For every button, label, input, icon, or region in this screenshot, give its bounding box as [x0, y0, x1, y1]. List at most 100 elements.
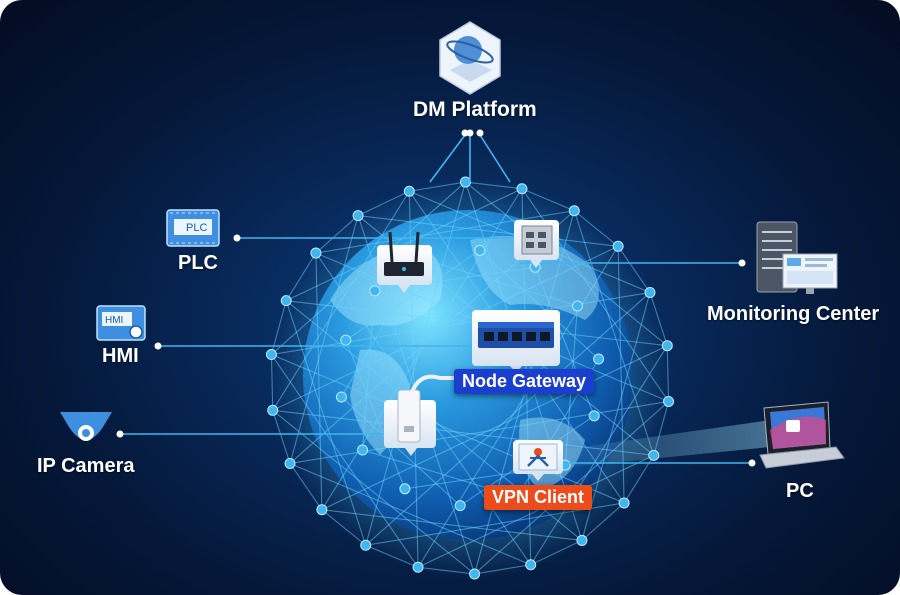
- mesh-line: [315, 210, 575, 254]
- mesh-line: [649, 292, 668, 346]
- mesh-node: [340, 334, 352, 346]
- mesh-node: [459, 176, 471, 188]
- mesh-line: [530, 345, 668, 566]
- plc-icon-text: PLC: [186, 222, 207, 234]
- mesh-line: [345, 249, 481, 341]
- dm-platform-label: DM Platform: [413, 98, 537, 121]
- mesh-line: [315, 253, 323, 510]
- mesh-line: [272, 409, 475, 575]
- mesh-node: [412, 561, 424, 573]
- mesh-line: [271, 354, 625, 504]
- mesh-line: [321, 188, 523, 510]
- ip-camera-label: IP Camera: [37, 455, 135, 477]
- mesh-line: [417, 454, 655, 568]
- mesh-line: [617, 246, 625, 503]
- server-monitor-icon: [756, 221, 838, 294]
- mesh-line: [272, 190, 410, 411]
- connection-endpoint: [476, 129, 484, 137]
- mesh-line: [653, 401, 670, 456]
- mesh-node: [588, 410, 600, 422]
- mesh-line: [581, 292, 651, 541]
- connection-endpoint: [154, 342, 162, 350]
- mesh-line: [465, 181, 523, 190]
- connection-endpoint: [748, 459, 756, 467]
- hmi-icon-text: HMI: [105, 315, 123, 326]
- mesh-line: [365, 292, 651, 546]
- mesh-node: [593, 353, 605, 365]
- mesh-node: [454, 500, 466, 512]
- connection-lines: [116, 129, 756, 467]
- mesh-line: [422, 258, 578, 307]
- dm-platform-icon: [439, 21, 501, 95]
- mesh-line: [321, 509, 367, 546]
- laptop-icon: [759, 401, 845, 469]
- mesh-node: [267, 404, 279, 416]
- mesh-node: [335, 391, 347, 403]
- mesh-node: [360, 539, 372, 551]
- network-switch-icon: [472, 310, 560, 373]
- mesh-node: [403, 185, 415, 197]
- mesh-line: [289, 215, 359, 464]
- mesh-node: [618, 497, 630, 509]
- mesh-node: [661, 340, 673, 352]
- mesh-line: [357, 215, 619, 247]
- mesh-line: [417, 246, 619, 568]
- mesh-line: [666, 345, 670, 402]
- mesh-line: [270, 354, 274, 411]
- connection-line: [479, 134, 511, 183]
- mesh-node: [525, 559, 537, 571]
- connection-endpoint: [738, 259, 746, 267]
- mesh-line: [321, 509, 583, 541]
- mesh-line: [272, 409, 654, 456]
- mesh-line: [285, 252, 317, 301]
- mesh-node: [648, 449, 660, 461]
- mesh-line: [341, 396, 461, 507]
- mesh-node: [265, 349, 277, 361]
- mesh-line: [285, 188, 523, 302]
- mesh-line: [581, 502, 625, 541]
- node-gateway-badge: Node Gateway: [454, 369, 595, 394]
- industrial-switch-icon: [514, 220, 559, 268]
- access-point-icon: [384, 374, 456, 456]
- connection-endpoint: [466, 129, 474, 137]
- monitoring-center-label: Monitoring Center: [707, 303, 880, 325]
- mesh-line: [345, 339, 406, 490]
- mesh-node: [369, 285, 381, 297]
- vpn-client-icon: [513, 440, 563, 481]
- mesh-line: [272, 410, 291, 464]
- mesh-line: [289, 400, 669, 465]
- mesh-node: [576, 534, 588, 546]
- mesh-line: [365, 181, 466, 546]
- mesh-line: [465, 181, 668, 347]
- mesh-node: [399, 483, 411, 495]
- pc-label: PC: [786, 480, 814, 502]
- mesh-node: [357, 444, 369, 456]
- mesh-line: [365, 544, 419, 568]
- mesh-line: [474, 564, 531, 575]
- mesh-node: [663, 395, 675, 407]
- mesh-node: [474, 244, 486, 256]
- mesh-line: [315, 215, 359, 254]
- plc-module-icon: PLC: [166, 209, 220, 247]
- mesh-node: [568, 205, 580, 217]
- dome-camera-icon: [60, 412, 112, 441]
- vpn-client-badge: VPN Client: [484, 485, 593, 510]
- mesh-node: [310, 247, 322, 259]
- mesh-line: [530, 539, 583, 566]
- mesh-line: [521, 188, 575, 212]
- mesh-line: [272, 245, 619, 411]
- mesh-line: [617, 245, 651, 293]
- mesh-line: [321, 345, 668, 511]
- mesh-line: [409, 181, 466, 192]
- mesh-node: [571, 300, 583, 312]
- mesh-node: [612, 240, 624, 252]
- connection-endpoint: [233, 234, 241, 242]
- mesh-line: [573, 210, 619, 247]
- mesh-line: [289, 463, 323, 511]
- mesh-line: [271, 291, 651, 356]
- hmi-touch-icon: HMI: [96, 305, 146, 341]
- connection-line: [429, 134, 466, 183]
- router-icon: [377, 231, 432, 293]
